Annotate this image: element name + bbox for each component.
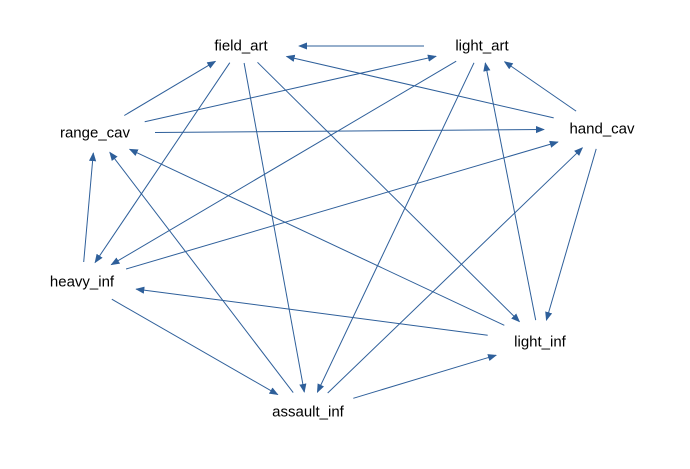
edge-hand-cav-to-light-art [503,61,577,112]
edge-heavy-inf-to-hand-cav [125,140,559,270]
edge-hand-cav-to-light-inf [545,148,597,321]
edge-field-art-to-assault-inf [243,62,307,393]
edge-light-art-to-assault-inf [316,62,475,394]
edge-hand-cav-to-field-art [285,54,554,119]
node-light-inf: light_inf [514,333,566,351]
node-heavy-inf: heavy_inf [49,273,115,291]
edge-range-cav-to-field-art [124,60,217,116]
edge-range-cav-to-light-art [144,54,437,123]
edge-light-inf-to-range-cav [128,148,505,326]
node-hand-cav: hand_cav [569,120,635,138]
edge-field-art-to-heavy-inf [94,62,231,264]
edge-assault-inf-to-light-inf [353,354,497,399]
edge-light-inf-to-heavy-inf [135,286,488,336]
edge-heavy-inf-to-range-cav [83,152,97,263]
node-range-cav: range_cav [59,124,131,142]
node-field-art: field_art [214,37,268,55]
edge-heavy-inf-to-assault-inf [111,298,279,396]
node-light-art: light_art [455,37,509,55]
edge-assault-inf-to-range-cav [109,151,294,393]
edge-light-inf-to-light-art [483,62,537,321]
edge-assault-inf-to-hand-cav [327,147,584,394]
edge-light-art-to-heavy-inf [110,60,457,266]
node-assault-inf: assault_inf [272,403,344,421]
edge-range-cav-to-hand-cav [154,125,545,134]
